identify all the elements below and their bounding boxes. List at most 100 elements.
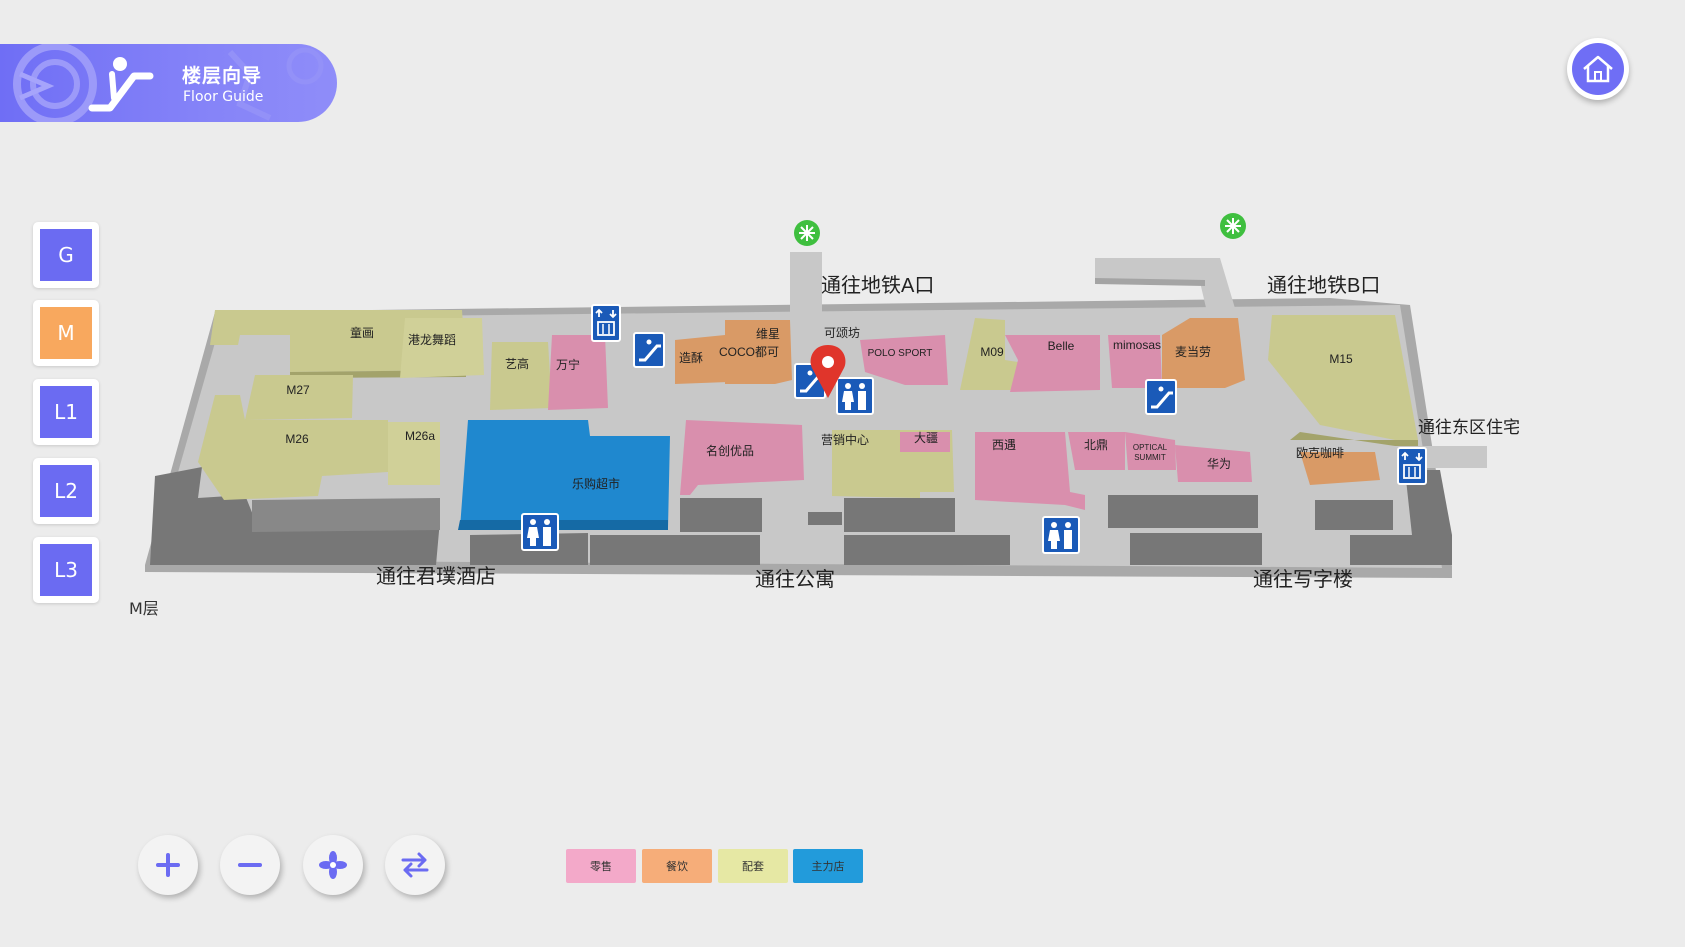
direction-label-apartment: 通往公寓: [755, 568, 835, 591]
service-block: [1350, 535, 1452, 565]
page-title: 楼层向导: [182, 65, 263, 87]
store-m15[interactable]: [1268, 315, 1418, 440]
home-button[interactable]: [1567, 38, 1629, 100]
service-block: [150, 467, 440, 565]
store-mingchuang[interactable]: [680, 420, 804, 495]
metro-icon[interactable]: [1219, 212, 1247, 240]
store-label: M09: [980, 345, 1004, 359]
store-label: M26a: [405, 429, 435, 443]
floor-button-g[interactable]: G: [33, 222, 99, 288]
floor-guide-header: 楼层向导 Floor Guide: [0, 44, 337, 122]
header-pattern: [13, 44, 324, 122]
store-xiyu[interactable]: [975, 432, 1085, 510]
store-label: 麦当劳: [1175, 345, 1211, 359]
store-beiding[interactable]: [1068, 432, 1125, 470]
store-label: 万宁: [556, 357, 580, 372]
page-subtitle: Floor Guide: [183, 89, 264, 105]
floor-button-l1[interactable]: L1: [33, 379, 99, 445]
store-legou[interactable]: [460, 420, 670, 528]
store-m09[interactable]: [960, 318, 1018, 390]
direction-label-office: 通往写字楼: [1253, 568, 1353, 591]
restroom-icon[interactable]: [1042, 516, 1080, 554]
store-label: OPTICAL: [1133, 443, 1168, 452]
store-label: mimosas: [1113, 338, 1161, 352]
store-label: 华为: [1207, 457, 1231, 471]
store-polo[interactable]: [860, 335, 948, 385]
floor-label-l1: L1: [40, 386, 92, 438]
legend-dining: 餐饮: [642, 849, 712, 883]
direction-label-hotel: 通往君璞酒店: [376, 565, 496, 588]
escalator-icon[interactable]: [1144, 378, 1178, 416]
store-label: 维星: [756, 327, 780, 341]
store-m26a[interactable]: [388, 422, 440, 485]
store-label: COCO都可: [719, 345, 779, 359]
store-m27[interactable]: [245, 375, 353, 420]
legend-support: 配套: [718, 849, 788, 883]
plus-icon: [156, 853, 180, 877]
switch-view-button[interactable]: [385, 835, 445, 895]
service-block: [1130, 533, 1262, 565]
store-label: 欧克咖啡: [1296, 445, 1344, 460]
floor-label-l3: L3: [40, 544, 92, 596]
store-label: 乐购超市: [572, 476, 620, 491]
store-label: 大疆: [914, 431, 938, 445]
store-mimosas[interactable]: [1108, 335, 1162, 388]
store-optical[interactable]: [1125, 432, 1176, 470]
floor-label-m: M: [40, 307, 92, 359]
metro-icon[interactable]: [793, 219, 821, 247]
escalator-icon[interactable]: [632, 331, 666, 369]
metro-b-corridor: [1095, 258, 1240, 325]
store-wanning[interactable]: [548, 335, 608, 410]
legend-anchor: 主力店: [793, 849, 863, 883]
zoom-out-button[interactable]: [220, 835, 280, 895]
store-ganglong[interactable]: [400, 318, 484, 378]
service-block: [844, 498, 955, 532]
store-m26[interactable]: [198, 395, 388, 500]
service-icon[interactable]: [836, 377, 874, 415]
store-label: 名创优品: [706, 443, 754, 458]
store-label: M26: [285, 432, 309, 446]
service-block: [252, 498, 440, 532]
elevator-icon[interactable]: [591, 304, 621, 342]
direction-label-metro-b: 通往地铁B口: [1267, 274, 1380, 297]
store-belle[interactable]: [1005, 335, 1100, 392]
service-block: [1108, 495, 1258, 528]
store-dajiang[interactable]: [900, 432, 950, 452]
service-block: [844, 535, 1010, 565]
store-label: SUMMIT: [1134, 453, 1166, 462]
direction-label-east: 通往东区住宅: [1418, 418, 1520, 437]
service-block: [1405, 470, 1452, 535]
floor-button-m[interactable]: M: [33, 300, 99, 366]
store-label: 北鼎: [1084, 438, 1108, 452]
floor-label-g: G: [40, 229, 92, 281]
restroom-icon[interactable]: [521, 513, 559, 551]
store-huawei[interactable]: [1175, 445, 1252, 482]
store-label: M27: [286, 383, 310, 397]
zoom-in-button[interactable]: [138, 835, 198, 895]
store-label: 童画: [350, 325, 374, 340]
floor-button-l2[interactable]: L2: [33, 458, 99, 524]
store-label: POLO SPORT: [868, 348, 933, 359]
store-label: 造酥: [679, 351, 703, 365]
metro-a-corridor: [790, 252, 822, 320]
reset-view-button[interactable]: [303, 835, 363, 895]
service-block: [680, 498, 762, 532]
store-label: 艺高: [505, 356, 529, 371]
store-label: 可颂坊: [824, 325, 860, 340]
store-yigao[interactable]: [490, 342, 552, 410]
switch-arrows-icon: [401, 852, 429, 878]
store-zaosu[interactable]: [675, 335, 728, 384]
escalator-icon: [88, 57, 154, 112]
floor-button-l3[interactable]: L3: [33, 537, 99, 603]
store-mcd[interactable]: [1162, 318, 1245, 388]
store-label: 港龙舞蹈: [408, 333, 456, 347]
elevator-icon[interactable]: [1397, 447, 1427, 485]
store-label: Belle: [1048, 339, 1075, 353]
floor-label-l2: L2: [40, 465, 92, 517]
service-block: [1315, 500, 1393, 530]
store-oukecafe[interactable]: [1300, 452, 1380, 485]
east-corridor: [1410, 446, 1487, 468]
service-block: [808, 512, 842, 525]
store-coco[interactable]: [725, 320, 792, 384]
